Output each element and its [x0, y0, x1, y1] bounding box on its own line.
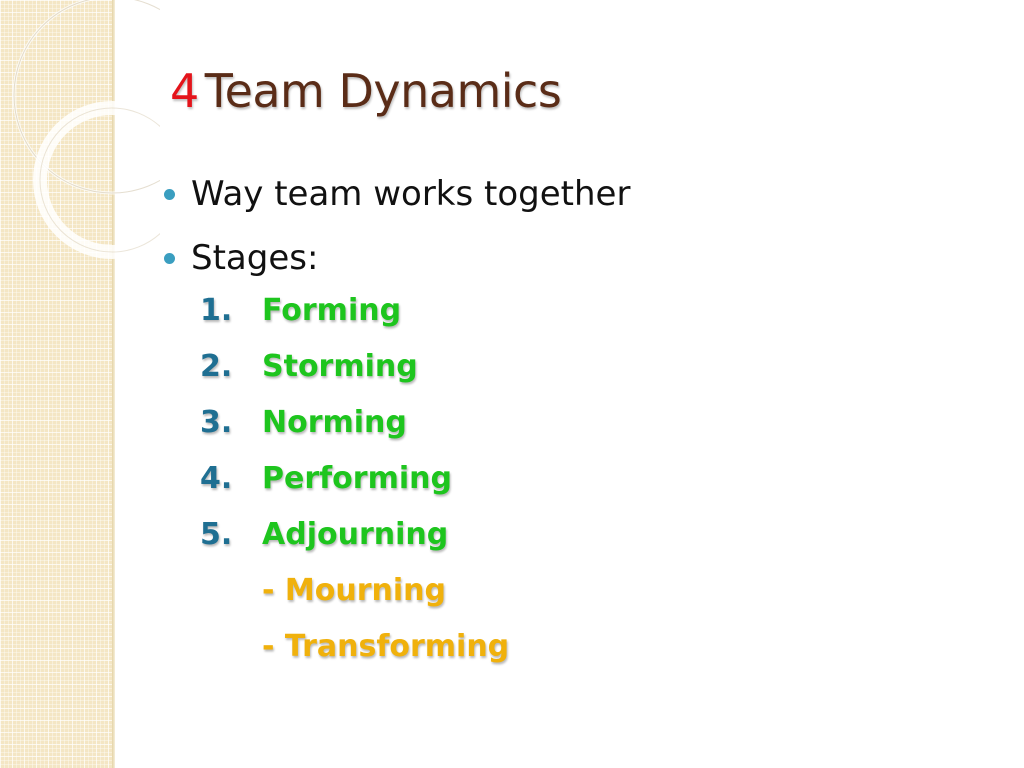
stage-item-forming: 1. Forming — [200, 282, 509, 338]
stage-label: Forming — [262, 292, 402, 328]
sub-stage-dash: - — [262, 572, 275, 608]
sub-stage-label: Transforming — [284, 628, 510, 664]
stage-item-storming: 2. Storming — [200, 338, 509, 394]
stage-item-performing: 4. Performing — [200, 450, 509, 506]
bullet-item: Stages: — [164, 226, 630, 290]
bullet-text: Way team works together — [191, 174, 631, 214]
bullet-item: Way team works together — [164, 162, 630, 226]
stage-number: 1. — [200, 292, 233, 328]
stage-number: 4. — [200, 460, 233, 496]
stage-label: Norming — [262, 404, 407, 440]
sub-stage-transforming: - Transforming — [200, 618, 509, 674]
side-panel-edge — [112, 0, 115, 768]
bullet-dot-icon — [164, 188, 175, 200]
decorative-rings-graphic — [12, 0, 160, 259]
sub-stage-label: Mourning — [284, 572, 446, 608]
bullet-list: Way team works together Stages: — [164, 162, 630, 290]
sub-stage-dash: - — [262, 628, 275, 664]
sub-stage-mourning: - Mourning — [200, 562, 509, 618]
stage-item-adjourning: 5. Adjourning — [200, 506, 509, 562]
stage-label: Performing — [262, 460, 452, 496]
title-text: Team Dynamics — [204, 64, 562, 118]
title-number: 4 — [170, 64, 199, 118]
stages-list: 1. Forming 2. Storming 3. Norming 4. Per… — [200, 282, 509, 674]
stage-number: 5. — [200, 516, 233, 552]
stage-label: Storming — [262, 348, 418, 384]
stage-item-norming: 3. Norming — [200, 394, 509, 450]
stage-number: 2. — [200, 348, 233, 384]
stage-number: 3. — [200, 404, 233, 440]
stage-label: Adjourning — [262, 516, 449, 552]
bullet-text: Stages: — [191, 238, 319, 278]
bullet-dot-icon — [164, 252, 175, 264]
